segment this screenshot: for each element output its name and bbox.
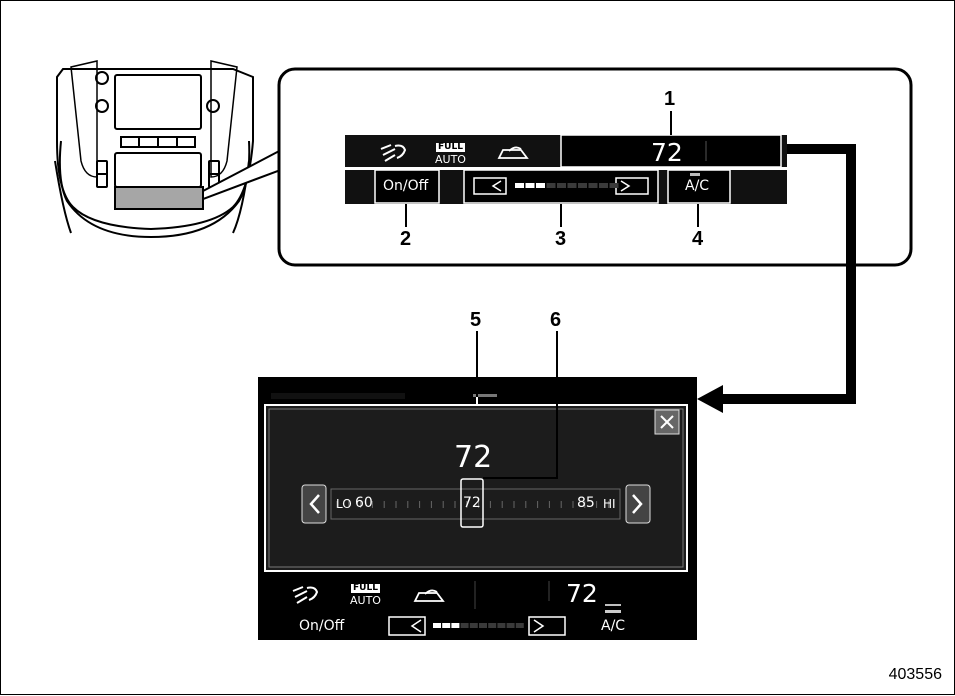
scale-60: 60	[355, 495, 373, 511]
chevron-left-icon	[309, 494, 320, 514]
callout-2: 2	[400, 228, 412, 250]
bottom-full-label: FULL	[351, 583, 380, 593]
fan-speed-segment	[599, 183, 608, 188]
fan-speed-segment	[578, 183, 587, 188]
fan-speed-segment	[515, 183, 524, 188]
top-ac-button[interactable]: A/C	[685, 178, 710, 194]
bottom-fan-speed-segment	[497, 623, 506, 628]
bottom-fan-speed-segment	[451, 623, 460, 628]
temp-popup	[264, 404, 688, 572]
scale-hi: HI	[603, 497, 616, 511]
top-full-label: FULL	[436, 142, 465, 152]
close-button	[654, 409, 680, 435]
bottom-recirculation-icon	[413, 589, 445, 602]
callout-lines-top	[405, 111, 699, 227]
temp-up-arrow-button	[625, 484, 651, 524]
top-onoff-button[interactable]: On/Off	[383, 178, 429, 194]
bottom-fan-up-button	[528, 616, 566, 636]
temp-slider-thumb	[460, 478, 484, 528]
airflow-mode-icon	[380, 144, 407, 162]
scale-lo: LO	[336, 497, 352, 511]
scale-72: 72	[463, 495, 481, 511]
fan-speed-segment	[588, 183, 598, 188]
bottom-fan-speed-bar	[433, 623, 524, 628]
bottom-temperature: 72	[566, 579, 598, 608]
bottom-airflow-icon	[292, 586, 319, 604]
bottom-fan-speed-segment	[460, 623, 469, 628]
fan-speed-bar	[515, 183, 619, 188]
bottom-auto-label: AUTO	[350, 594, 381, 607]
bottom-fan-speed-segment	[506, 623, 515, 628]
fan-speed-segment	[567, 183, 577, 188]
temp-down-arrow-button	[301, 484, 327, 524]
fan-speed-segment	[546, 183, 556, 188]
callout-4: 4	[692, 228, 704, 250]
fan-speed-segment	[609, 183, 619, 188]
callout-1: 1	[664, 88, 676, 110]
popup-temperature: 72	[454, 440, 493, 475]
fan-speed-segment	[536, 183, 545, 188]
temp-slider-ticks	[336, 501, 609, 508]
bottom-onoff-button[interactable]: On/Off	[299, 618, 345, 634]
bottom-fan-down-button	[388, 616, 426, 636]
top-temperature: 72	[651, 138, 683, 167]
bottom-fan-speed-segment	[479, 623, 487, 628]
bottom-ac-button[interactable]: A/C	[601, 618, 626, 634]
figure-id: 403556	[888, 666, 942, 683]
recirculation-icon	[497, 146, 529, 159]
connector-arrow	[717, 144, 856, 404]
scale-85: 85	[577, 495, 595, 511]
temp-slider-track	[330, 488, 621, 520]
callout-6: 6	[550, 309, 562, 331]
bottom-fan-speed-segment	[469, 623, 478, 628]
fan-speed-segment	[525, 183, 535, 188]
callout-5: 5	[470, 309, 482, 331]
bottom-fan-speed-segment	[433, 623, 441, 628]
callout-lines-bottom	[476, 331, 558, 479]
dashboard-sketch	[54, 60, 254, 239]
callout-3: 3	[555, 228, 567, 250]
close-icon	[660, 415, 674, 429]
hvac-location-highlight	[114, 186, 204, 210]
bottom-fan-speed-segment	[515, 623, 524, 628]
bottom-fan-speed-segment	[442, 623, 451, 628]
bottom-fan-speed-segment	[488, 623, 497, 628]
connector-arrowhead	[697, 385, 723, 413]
top-auto-label: AUTO	[435, 153, 466, 166]
fan-down-button	[473, 177, 507, 195]
fan-speed-segment	[557, 183, 566, 188]
chevron-right-icon	[632, 494, 643, 514]
